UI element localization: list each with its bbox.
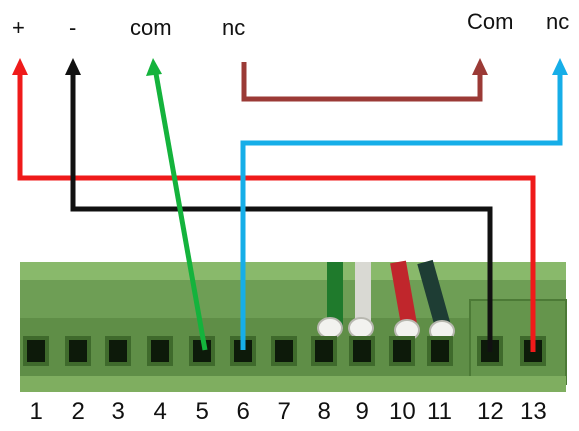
label-nc-left: nc bbox=[222, 15, 246, 40]
arrow-green bbox=[146, 58, 162, 76]
connection-wires bbox=[12, 58, 568, 352]
terminal-number: 2 bbox=[71, 398, 85, 425]
terminal-number: 6 bbox=[236, 398, 250, 425]
terminal-number: 12 bbox=[477, 398, 504, 425]
terminal-slot bbox=[349, 336, 375, 366]
terminal-slot bbox=[271, 336, 297, 366]
wire-blue bbox=[240, 68, 563, 350]
arrow-blue bbox=[552, 58, 568, 75]
terminal-number: 7 bbox=[277, 398, 291, 425]
terminal-number: 1 bbox=[29, 398, 43, 425]
terminal-number: 9 bbox=[355, 398, 369, 425]
terminal-number: 8 bbox=[317, 398, 331, 425]
terminal-slot bbox=[23, 336, 49, 366]
label-minus: - bbox=[69, 15, 77, 40]
terminal-slot bbox=[389, 336, 415, 366]
label-com-left: com bbox=[130, 15, 172, 40]
label-nc-right: nc bbox=[546, 9, 570, 34]
wire-green bbox=[152, 67, 208, 351]
terminal-slot bbox=[147, 336, 173, 366]
terminal-number: 5 bbox=[195, 398, 209, 425]
terminal-number: 4 bbox=[153, 398, 167, 425]
terminal-slot bbox=[427, 336, 453, 366]
wire-black bbox=[70, 68, 493, 352]
terminal-slot bbox=[65, 336, 91, 366]
terminal-number: 10 bbox=[389, 398, 416, 425]
terminal-number: 11 bbox=[427, 398, 452, 425]
arrow-black bbox=[65, 58, 81, 75]
label-com-right: Com bbox=[467, 9, 514, 34]
label-plus: + bbox=[12, 15, 25, 40]
arrow-brown bbox=[472, 58, 488, 75]
terminal-slot bbox=[311, 336, 337, 366]
terminal-slot bbox=[105, 336, 131, 366]
terminal-slots bbox=[23, 336, 546, 366]
terminal-block bbox=[20, 262, 567, 392]
terminal-number: 3 bbox=[111, 398, 125, 425]
terminal-number: 13 bbox=[520, 398, 547, 425]
arrow-red bbox=[12, 58, 28, 75]
wire-brown bbox=[241, 62, 483, 102]
wire-red bbox=[17, 68, 536, 352]
